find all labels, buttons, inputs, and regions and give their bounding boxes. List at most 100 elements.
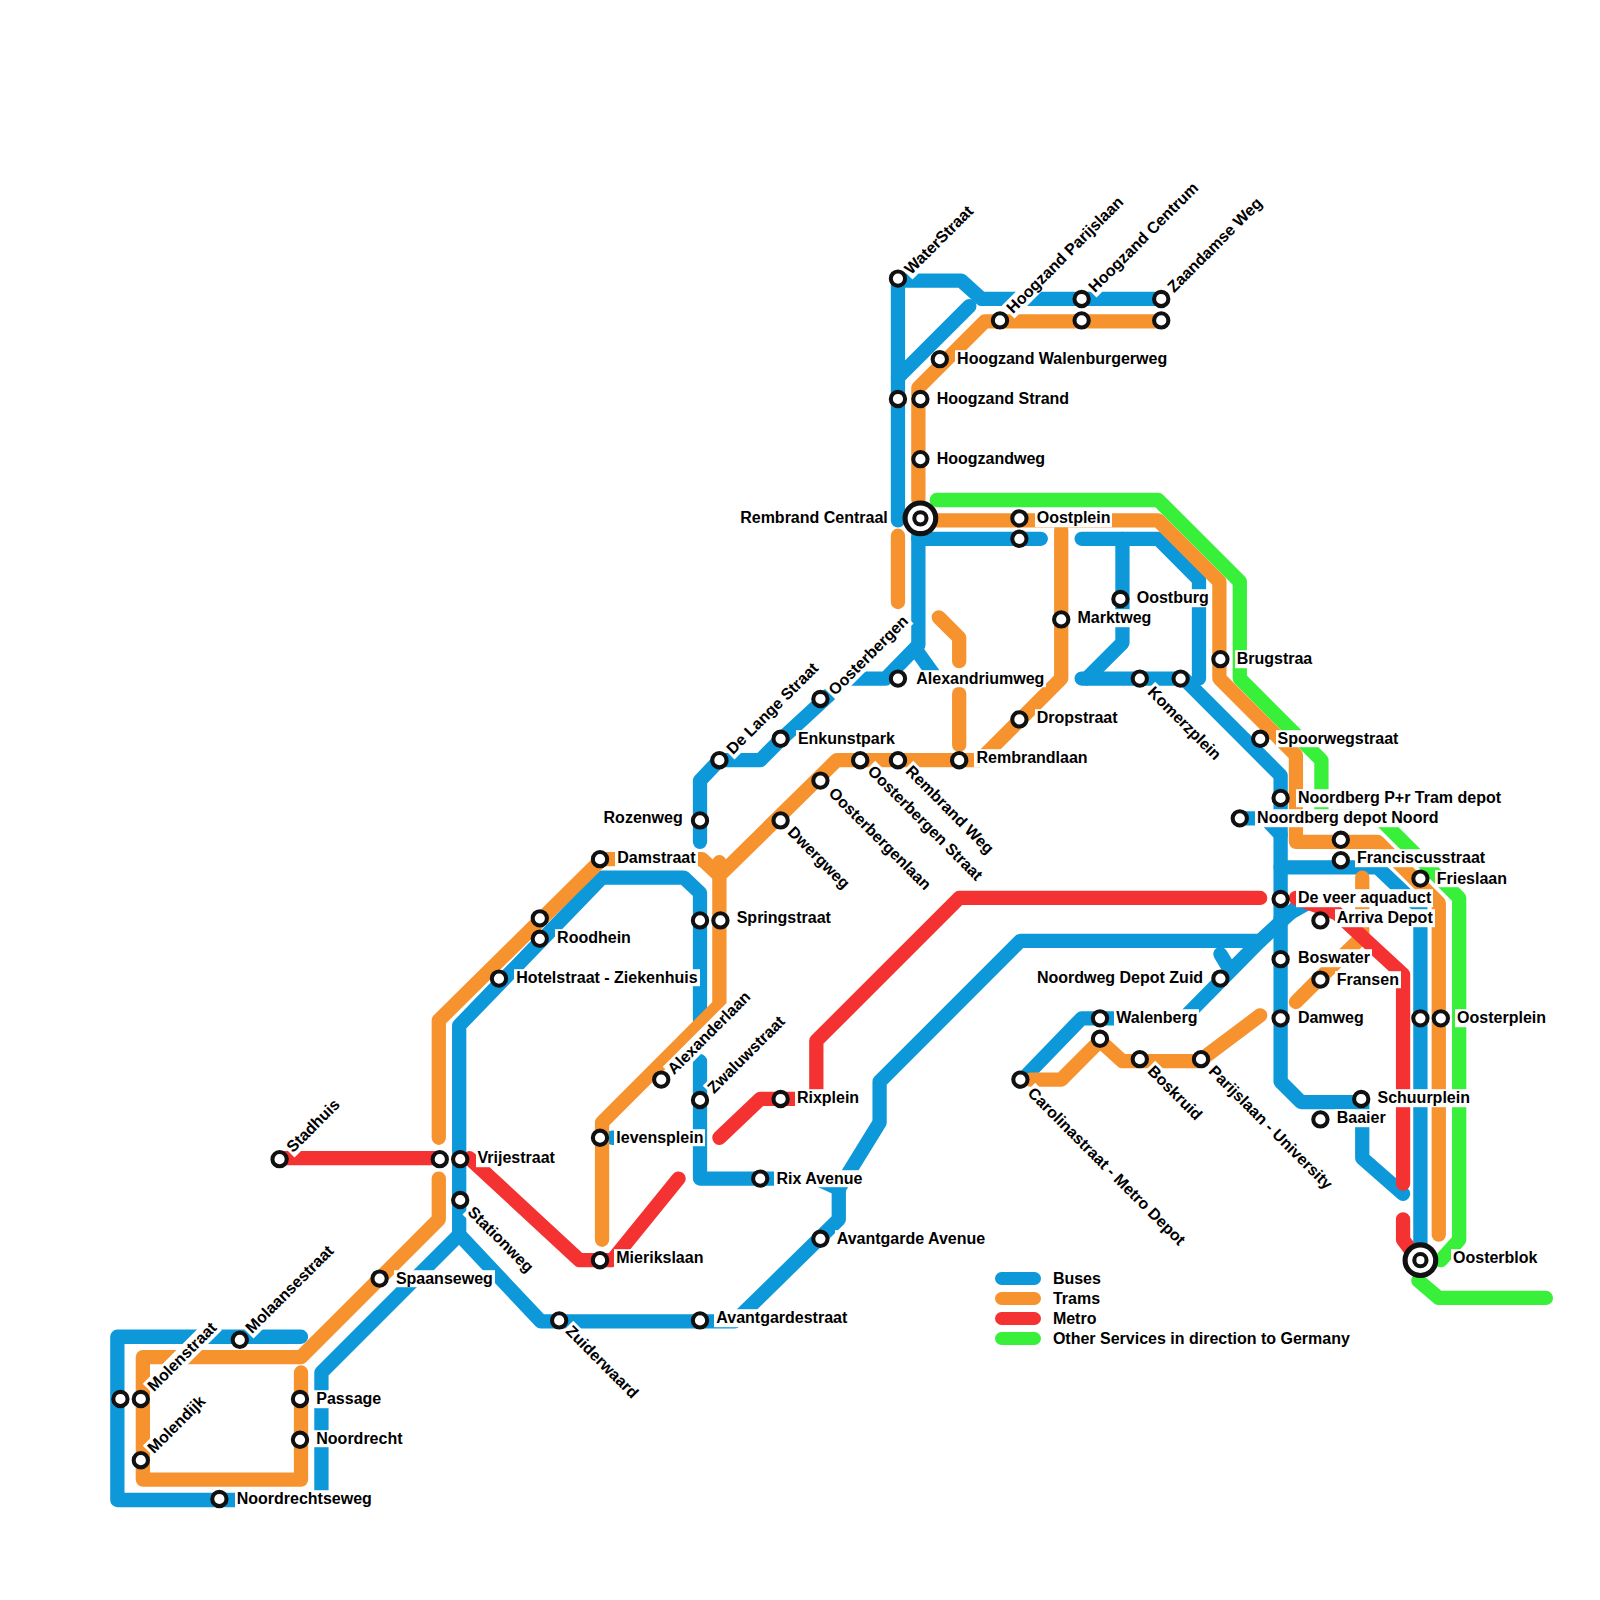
station-marker [891, 271, 905, 285]
station-marker [1273, 952, 1287, 966]
station-label: Fransen [1335, 971, 1401, 989]
station-label: Passage [314, 1390, 383, 1408]
station-marker [1273, 791, 1287, 805]
station-marker [293, 1392, 307, 1406]
station-label: Noordrechtseweg [235, 1490, 374, 1508]
station-label: Oostplein [1035, 510, 1113, 528]
station-marker [891, 671, 905, 685]
station-marker [1013, 1072, 1027, 1086]
station-label: Hotelstraat - Ziekenhuis [514, 969, 699, 987]
station-marker [492, 971, 506, 985]
station-marker [433, 1152, 447, 1166]
station-label: Boskruid [1143, 1061, 1207, 1125]
station-label: Noordberg depot Noord [1255, 810, 1440, 828]
station-marker [233, 1333, 247, 1347]
station-marker [1273, 1011, 1287, 1025]
station-marker [593, 852, 607, 866]
station-label: Schuurplein [1376, 1089, 1472, 1107]
station-marker [1054, 612, 1068, 626]
station-label: Enkunstpark [796, 730, 897, 748]
legend-swatch [995, 1332, 1041, 1345]
station-label: Dwergweg [783, 821, 855, 893]
station-marker [1133, 1052, 1147, 1066]
station-label: Molaansestraat [241, 1240, 339, 1338]
station-marker [1213, 652, 1227, 666]
station-label: Damstraat [615, 849, 697, 867]
station-marker [913, 392, 927, 406]
legend-row: Trams [995, 1288, 1350, 1308]
station-label: Zuiderwaard [561, 1320, 644, 1403]
station-marker [654, 1072, 668, 1086]
station-marker [813, 1232, 827, 1246]
station-marker [134, 1392, 148, 1406]
station-marker [1434, 1011, 1448, 1025]
station-label: Rozenweg [602, 810, 685, 828]
station-label: Rembrand Centraal [738, 510, 890, 528]
station-marker [773, 813, 787, 827]
station-label: Avantgardestraat [714, 1310, 849, 1328]
route-line [719, 898, 1260, 1138]
route-line [1020, 941, 1260, 1082]
station-marker [593, 1253, 607, 1267]
station-marker [933, 352, 947, 366]
route-line [918, 532, 1040, 546]
legend-row: Metro [995, 1308, 1350, 1328]
route-line [898, 281, 1161, 521]
station-label: Alexandriumweg [914, 670, 1046, 688]
station-marker [1074, 292, 1088, 306]
station-label: Franciscusstraat [1355, 849, 1487, 867]
station-label: Damweg [1296, 1010, 1366, 1028]
station-label: Noordrecht [314, 1430, 404, 1448]
station-marker [1173, 671, 1187, 685]
route-line [143, 1179, 439, 1480]
station-label: Rembrandlaan [974, 749, 1089, 767]
legend-text: Other Services in direction to Germany [1053, 1330, 1350, 1348]
route-group [143, 321, 1439, 1479]
station-label: Avantgarde Avenue [835, 1230, 987, 1248]
station-marker [1413, 871, 1427, 885]
station-marker [272, 1152, 286, 1166]
route-line [439, 531, 1061, 1138]
legend-swatch [995, 1292, 1041, 1305]
station-label: Vrijestraat [476, 1149, 557, 1167]
station-marker [453, 1193, 467, 1207]
route-line [939, 617, 959, 661]
station-label: Carolinastraat - Metro Depot [1022, 1083, 1189, 1250]
station-label: Springstraat [735, 910, 833, 928]
station-label: Oosterblok [1451, 1249, 1539, 1267]
station-marker [1012, 532, 1026, 546]
station-marker [891, 392, 905, 406]
station-marker [1334, 853, 1348, 867]
station-marker [1093, 1032, 1107, 1046]
station-marker [134, 1453, 148, 1467]
interchange-marker [1414, 1254, 1426, 1266]
station-marker [1313, 1112, 1327, 1126]
station-marker [552, 1313, 566, 1327]
station-label: Stadhuis [282, 1094, 345, 1157]
station-marker [1154, 313, 1168, 327]
station-marker [293, 1433, 307, 1447]
station-marker [1012, 511, 1026, 525]
station-marker [1213, 971, 1227, 985]
station-marker [1074, 313, 1088, 327]
legend-row: Other Services in direction to Germany [995, 1328, 1350, 1348]
station-label: Hoogzand Strand [935, 390, 1071, 408]
legend-swatch [995, 1272, 1041, 1285]
route-line [1220, 954, 1229, 969]
legend-text: Metro [1053, 1310, 1097, 1328]
route-line [1418, 1281, 1546, 1298]
route-line [281, 1151, 437, 1165]
route-group [281, 898, 1419, 1260]
interchange-marker [905, 503, 936, 534]
interchange-marker [914, 512, 926, 524]
interchange-marker [1405, 1245, 1436, 1276]
station-marker [813, 773, 827, 787]
station-marker [1313, 913, 1327, 927]
station-marker [773, 732, 787, 746]
station-label: WaterStraat [900, 201, 978, 279]
station-label: Baaier [1335, 1110, 1388, 1128]
station-marker [1133, 671, 1147, 685]
station-label: Hoogzandweg [935, 450, 1047, 468]
station-marker [533, 932, 547, 946]
station-marker [212, 1492, 226, 1506]
